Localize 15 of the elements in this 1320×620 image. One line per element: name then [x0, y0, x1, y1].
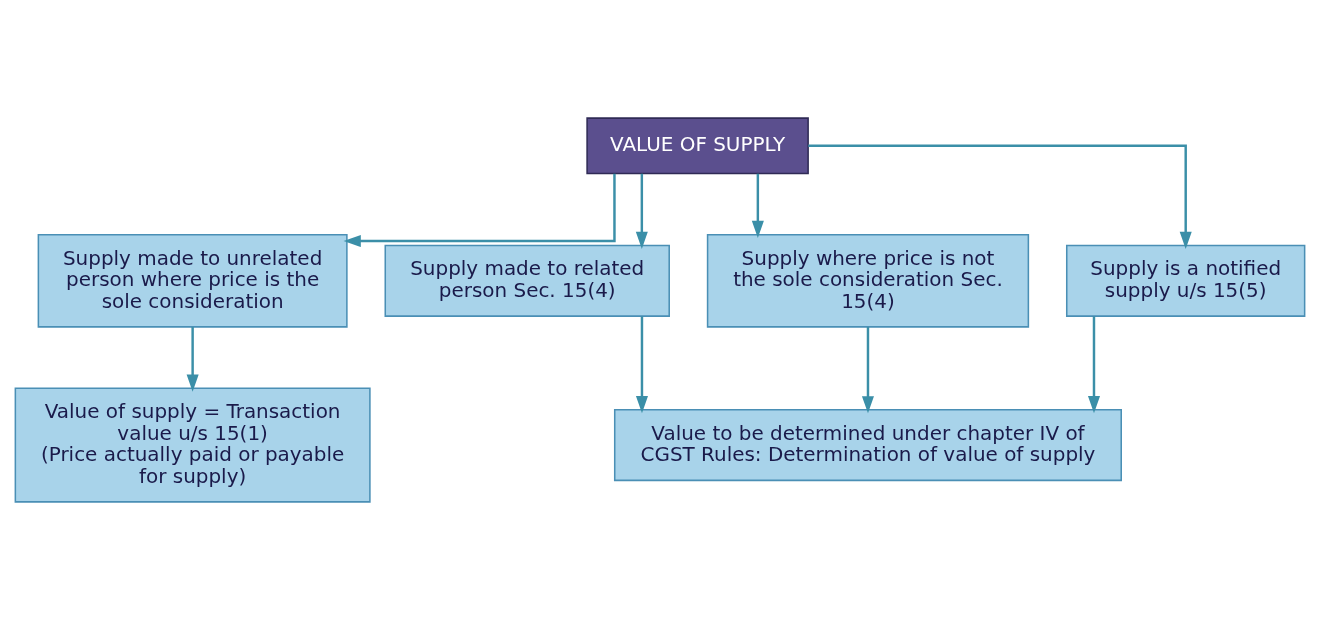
- node-box: Supply made to unrelated person where price is the sole consideration: [37, 234, 348, 328]
- arrow: [186, 327, 199, 392]
- arrow: [635, 173, 648, 249]
- node-box: Value to be determined under chapter IV of CGST Rules: Determination of value of supply: [613, 409, 1122, 482]
- node-box: Supply made to related person Sec. 15(4): [384, 244, 670, 317]
- node-box: Supply where price is not the sole consideration Sec. 15(4): [706, 234, 1030, 328]
- arrow: [343, 173, 616, 247]
- arrow: [808, 144, 1192, 250]
- arrow: [1087, 316, 1101, 414]
- node-box: Supply is a notified supply u/s 15(5): [1065, 244, 1306, 317]
- arrow: [861, 327, 874, 414]
- arrow: [635, 316, 648, 414]
- arrow: [751, 173, 764, 238]
- node-box: Value of supply = Transaction value u/s 15(1) (Price actually paid or payable for supply): [14, 387, 371, 503]
- node-box: VALUE OF SUPPLY: [586, 117, 809, 175]
